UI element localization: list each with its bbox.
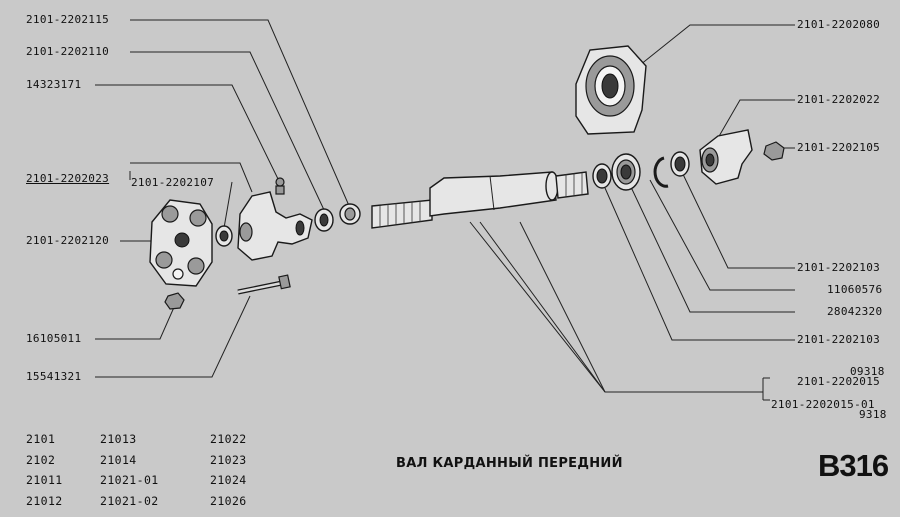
flange-yoke — [237, 191, 313, 261]
flexible-coupling — [149, 199, 213, 287]
label-09318: 09318 — [850, 365, 885, 378]
model-cell: 21021-01 — [100, 473, 159, 487]
label-2202015: 2101-2202015 — [797, 375, 881, 388]
support-2202080 — [575, 45, 647, 135]
label-9318: 9318 — [859, 408, 887, 421]
model-cell: 21026 — [210, 494, 247, 508]
nut-2202105 — [763, 141, 785, 161]
leader-lines — [95, 19, 795, 401]
label-2202107: 2101-2202107 — [131, 176, 215, 189]
label-2202103-b: 2101-2202103 — [797, 333, 881, 346]
model-cell: 21023 — [210, 453, 247, 467]
model-cell: 21014 — [100, 453, 137, 467]
label-15541321: 15541321 — [26, 370, 82, 383]
label-2202105: 2101-2202105 — [797, 141, 881, 154]
bolt-15541321 — [237, 274, 291, 295]
grease-fitting — [275, 177, 285, 195]
washer-2202103-a — [670, 151, 690, 177]
model-cell: 21013 — [100, 432, 137, 446]
bearing-28042320 — [611, 153, 641, 191]
label-2202103-a: 2101-2202103 — [797, 261, 881, 274]
model-cell: 2102 — [26, 453, 56, 467]
diagram-title: ВАЛ КАРДАННЫЙ ПЕРЕДНИЙ — [396, 456, 623, 471]
snap-ring-11060576 — [653, 156, 669, 188]
nut-16105011 — [164, 292, 185, 310]
model-cell: 21024 — [210, 473, 247, 487]
label-28042320: 28042320 — [827, 305, 883, 318]
model-cell: 21022 — [210, 432, 247, 446]
label-11060576: 11060576 — [827, 283, 883, 296]
label-2202120: 2101-2202120 — [26, 234, 110, 247]
model-cell: 21021-02 — [100, 494, 159, 508]
clip-2202115 — [339, 203, 361, 225]
washer-2202103-b — [592, 163, 612, 189]
label-2202110: 2101-2202110 — [26, 45, 110, 58]
label-2202080: 2101-2202080 — [797, 18, 881, 31]
model-cell: 21012 — [26, 494, 63, 508]
model-cell: 21011 — [26, 473, 63, 487]
label-2202015-01: 2101-2202015-01 — [771, 398, 875, 411]
propeller-shaft — [371, 171, 589, 229]
label-2202022: 2101-2202022 — [797, 93, 881, 106]
label-16105011: 16105011 — [26, 332, 82, 345]
label-2202115: 2101-2202115 — [26, 13, 110, 26]
flange-2202022 — [699, 129, 753, 185]
model-cell: 2101 — [26, 432, 56, 446]
label-2202023: 2101-2202023 — [26, 172, 110, 185]
page-code: В316 — [818, 448, 889, 483]
label-14323171: 14323171 — [26, 78, 82, 91]
